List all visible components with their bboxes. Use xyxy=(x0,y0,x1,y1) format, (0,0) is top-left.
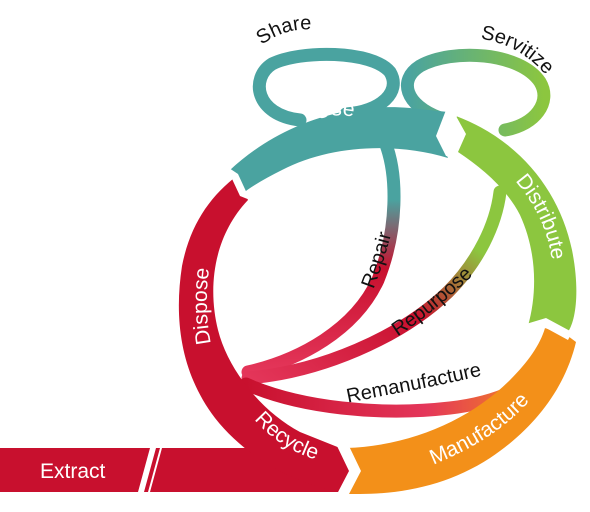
servitize-loop xyxy=(400,48,551,137)
share-label: Share xyxy=(252,12,311,49)
recycle-manufacture-separator xyxy=(337,446,361,494)
dispose-label: Dispose xyxy=(189,267,216,347)
distribute-manufacture-separator xyxy=(526,318,572,340)
use-segment xyxy=(230,107,448,194)
repair-loop xyxy=(241,135,401,379)
extract-label: Extract xyxy=(40,460,106,483)
dispose-use-separator xyxy=(226,166,250,200)
repurpose-loop xyxy=(241,185,507,385)
use-distribute-separator xyxy=(436,110,458,158)
use-label: Use xyxy=(312,97,356,124)
extract-separator-2 xyxy=(144,448,160,492)
manufacture-segment xyxy=(346,328,576,494)
dispose-segment xyxy=(178,175,340,492)
distribute-segment xyxy=(456,116,577,332)
segment-separators xyxy=(138,110,572,494)
extract-bar xyxy=(0,448,152,492)
repurpose-label: Repurpose xyxy=(388,263,477,341)
share-loop xyxy=(252,47,400,127)
